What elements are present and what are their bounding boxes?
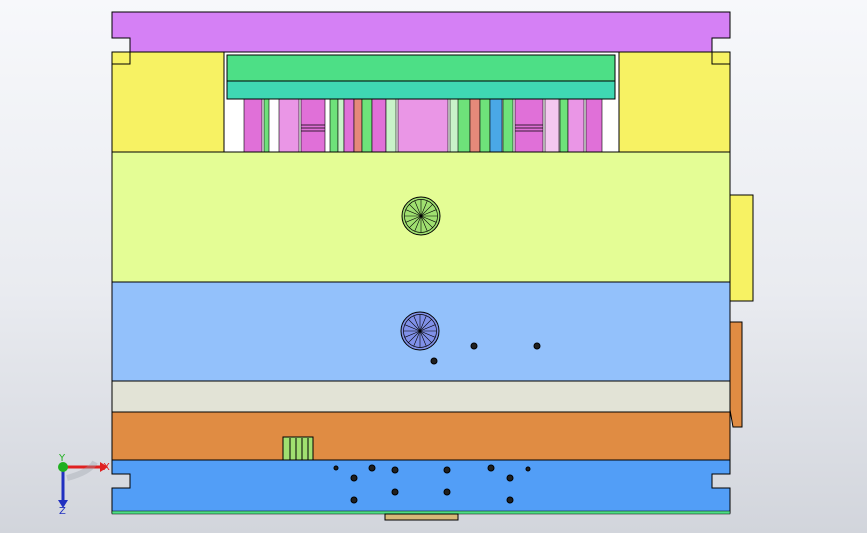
bolt-hole (391, 488, 399, 496)
bolt-hole (533, 342, 541, 350)
ejector-pins[interactable] (243, 98, 603, 153)
bolt-hole (443, 466, 451, 474)
ejector-pin[interactable] (559, 98, 569, 153)
sprue-spoke (419, 330, 432, 343)
stripper-plate[interactable] (111, 380, 731, 413)
bolt-hole (430, 357, 438, 365)
guide-bushing[interactable] (282, 436, 314, 463)
side-block-lower[interactable] (729, 321, 743, 428)
sprue-spoke (408, 330, 421, 343)
sprue-spoke (419, 330, 427, 347)
spacer-notch-right (711, 52, 731, 65)
sprue-spoke (413, 330, 421, 347)
bolt-hole (506, 474, 514, 482)
ejector-pin[interactable] (243, 98, 263, 153)
sprue-spoke (420, 209, 437, 217)
bottom-clamp-plate[interactable] (111, 459, 731, 514)
bolt-hole (525, 466, 531, 472)
sprue-spoke (409, 204, 422, 217)
bolt-hole (350, 496, 358, 504)
sprue-spoke (420, 215, 437, 223)
ejector-pin[interactable] (300, 98, 326, 153)
sprue-spoke (409, 215, 422, 228)
ejector-plate-lower[interactable] (226, 80, 616, 100)
sprue-spoke (405, 209, 422, 217)
sprue-spoke (419, 315, 427, 332)
sprue-spoke (420, 204, 433, 217)
sprue-spoke (404, 324, 421, 332)
ejector-pin[interactable] (514, 98, 544, 153)
ejector-pin[interactable] (469, 98, 481, 153)
sprue-spoke (419, 330, 436, 338)
ejector-pin[interactable] (329, 98, 339, 153)
sprue-spoke (420, 215, 428, 232)
ejector-pin[interactable] (567, 98, 585, 153)
bolt-hole (368, 464, 376, 472)
sprue-spoke (404, 330, 421, 338)
sprue-spoke (408, 319, 421, 332)
ejector-pin[interactable] (544, 98, 560, 153)
sprue-spoke (414, 215, 422, 232)
ejector-pin[interactable] (585, 98, 603, 153)
spacer-notch-left (111, 52, 131, 65)
coordinate-triad: X Y Z (58, 453, 110, 517)
spacer-block-right[interactable] (618, 51, 731, 153)
triad-z-label: Z (59, 506, 66, 517)
top-clamp-plate[interactable] (111, 11, 731, 53)
sprue-spoke (420, 215, 433, 228)
ejector-pin[interactable] (278, 98, 300, 153)
ejector-pin[interactable] (337, 98, 345, 153)
sprue-spoke (420, 200, 428, 217)
ejector-rod[interactable] (384, 513, 459, 521)
sprue-spoke (413, 315, 421, 332)
ejector-pin[interactable] (263, 98, 270, 153)
ejector-pin[interactable] (353, 98, 363, 153)
sprue-spoke (419, 324, 436, 332)
bolt-hole (350, 474, 358, 482)
bolt-hole (333, 465, 339, 471)
spacer-block-left[interactable] (111, 51, 225, 153)
ejector-pin[interactable] (385, 98, 397, 153)
core-plate[interactable] (111, 411, 731, 461)
ejector-pin[interactable] (479, 98, 491, 153)
bolt-holes (333, 342, 541, 504)
ejector-pin[interactable] (343, 98, 355, 153)
sprue-spoke (419, 319, 432, 332)
sprue-bushing-upper[interactable] (401, 196, 441, 236)
triad-y-label: Y (58, 453, 66, 464)
side-block-upper[interactable] (729, 194, 754, 302)
ejector-pin[interactable] (361, 98, 373, 153)
triad-x-label: X (103, 462, 110, 473)
ejector-pin[interactable] (397, 98, 449, 153)
ejector-plate-upper[interactable] (226, 54, 616, 82)
bolt-hole (506, 496, 514, 504)
bolt-hole (391, 466, 399, 474)
ejector-pin[interactable] (489, 98, 503, 153)
bolt-hole (470, 342, 478, 350)
sprue-spoke (414, 200, 422, 217)
sprue-bushing-lower[interactable] (400, 311, 440, 351)
bolt-hole (487, 464, 495, 472)
bolt-hole (443, 488, 451, 496)
ejector-pin[interactable] (371, 98, 387, 153)
ejector-pin[interactable] (457, 98, 471, 153)
sprue-spoke (405, 215, 422, 223)
ejector-pin[interactable] (502, 98, 514, 153)
